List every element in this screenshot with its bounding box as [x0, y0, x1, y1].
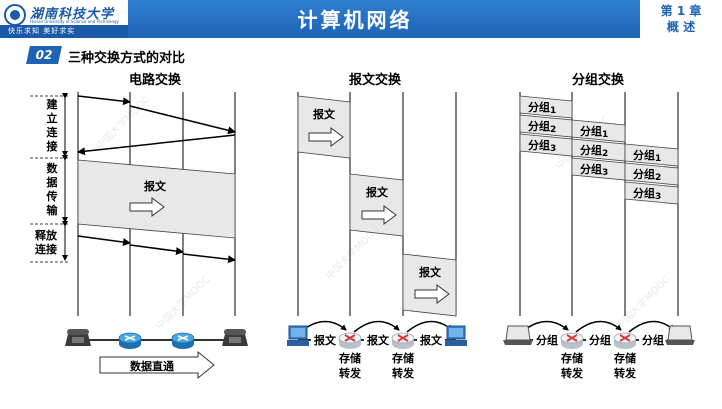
section-title: 三种交换方式的对比 [68, 51, 186, 66]
router-icon [560, 332, 584, 350]
phase-label-transfer: 数据传输 [46, 161, 59, 217]
message-label: 报文 [366, 185, 389, 199]
message-block-hop1 [297, 95, 351, 159]
store-label: 存储 [392, 351, 414, 365]
label-bg [364, 332, 392, 347]
phase-label-release: 释放连接 [35, 228, 58, 256]
packet-switching-title: 分组交换 [572, 72, 625, 88]
forward-label: 转发 [561, 366, 584, 380]
course-title: 计算机网络 [297, 8, 413, 32]
packet-block [519, 95, 573, 119]
packet-label: 分组1 [633, 148, 661, 164]
packet-label: 分组1 [580, 124, 608, 140]
setup-signal-arrow [129, 105, 236, 135]
release-signal-arrow [77, 235, 131, 247]
setup-signal-arrow [77, 95, 131, 106]
direct-path-arrow [99, 350, 215, 380]
packet-switching-panel: 分组交换 分组1 分组2 分组3 分组1 分组2 分组3 分组1 分组2 分组3 分组 分组 分… [502, 72, 696, 380]
school-name: 湖南科技大学 [30, 7, 115, 22]
computer-icon [444, 325, 468, 347]
link-packet-label: 分组 [536, 333, 558, 347]
circuit-message-label: 报文 [144, 179, 167, 193]
hop-arrow [406, 320, 453, 333]
ack-signal-arrow [77, 134, 236, 156]
chapter-badge: 第 1 章 概 述 [640, 0, 722, 38]
data-transfer-band [77, 159, 236, 239]
hop-arrow [353, 320, 400, 333]
forward-label: 转发 [614, 366, 637, 380]
message-label: 报文 [419, 265, 442, 279]
packet-block [624, 181, 679, 205]
release-signal-arrow [129, 244, 184, 256]
chapter-name: 概 述 [666, 20, 696, 34]
chapter-number: 第 1 章 [660, 4, 702, 18]
link-message-label: 报文 [420, 333, 443, 347]
store-label: 存储 [339, 351, 361, 365]
hop-arrow [575, 320, 622, 333]
packet-block [624, 162, 679, 186]
link-packet-label: 分组 [589, 333, 611, 347]
packet-block [624, 143, 679, 167]
packet-label: 分组2 [528, 119, 556, 135]
packet-blocks: 分组1 分组2 分组3 分组1 分组2 分组3 分组1 分组2 分组3 [519, 95, 679, 205]
label-bg [586, 332, 614, 347]
school-motto: 快乐求知 美好求实 [0, 25, 128, 38]
telephone-icon [222, 329, 248, 346]
switch-icon [118, 332, 142, 350]
packet-label: 分组3 [633, 186, 661, 202]
message-switching-panel: 报文交换 报文 报文 报文 报文 报文 报文 存储 转发 存储 转发 [286, 72, 468, 380]
message-block-hop3 [402, 253, 457, 317]
link-packet-label: 分组 [642, 333, 664, 347]
phase-label-setup: 建立连接 [47, 97, 59, 153]
packet-block [571, 119, 626, 143]
label-bg [639, 332, 667, 347]
packet-label: 分组2 [580, 143, 608, 159]
label-bg [417, 332, 445, 347]
forward-label: 转发 [339, 366, 362, 380]
router-icon [613, 332, 637, 350]
switch-icon [171, 332, 195, 350]
laptop-icon [664, 325, 696, 346]
message-block-hop2 [349, 173, 404, 237]
label-bg [311, 332, 339, 347]
router-icon [391, 332, 415, 350]
packet-label: 分组3 [580, 162, 608, 178]
computer-icon [286, 325, 310, 347]
label-bg [533, 332, 561, 347]
store-label: 存储 [614, 351, 636, 365]
link-message-label: 报文 [314, 333, 337, 347]
forward-label: 转发 [392, 366, 415, 380]
telephone-icon [65, 329, 91, 346]
laptop-icon [502, 325, 534, 346]
message-label: 报文 [313, 107, 336, 121]
packet-label: 分组3 [528, 138, 556, 154]
release-signal-arrow [182, 253, 236, 264]
circuit-switching-panel: 电路交换 建立连接 数据传输 释放连接 报文 数据直通 [30, 72, 248, 380]
message-switching-title: 报文交换 [349, 72, 402, 88]
hop-arrow [628, 320, 675, 333]
store-label: 存储 [561, 351, 583, 365]
circuit-title: 电路交换 [129, 72, 182, 88]
packet-label: 分组1 [528, 100, 556, 116]
header-bar: 湖南科技大学 Hunan University of Science and T… [0, 0, 722, 38]
school-name-en: Hunan University of Science and Technolo… [30, 19, 119, 24]
router-icon [338, 332, 362, 350]
link-message-label: 报文 [367, 333, 390, 347]
direct-path-label: 数据直通 [130, 359, 174, 373]
packet-label: 分组2 [633, 167, 661, 183]
university-logo: 湖南科技大学 Hunan University of Science and T… [0, 0, 128, 38]
